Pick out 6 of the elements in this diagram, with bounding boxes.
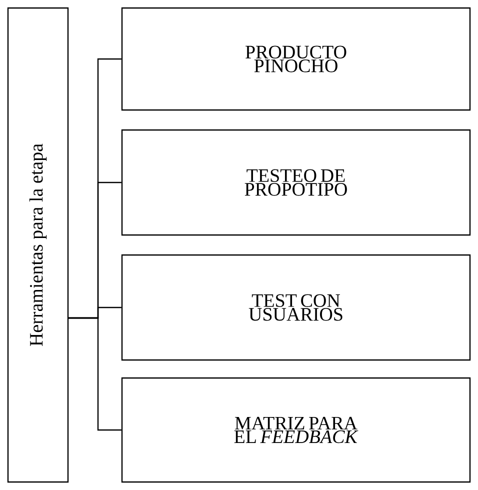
tool-box: PRODUCTO PINOCHO [121,7,471,111]
tool-box: MATRIZ PARA EL FEEDBACK [121,377,471,483]
category-box: Herramientas para la etapa [7,7,69,483]
tool-box: TESTEO DE PROPOTIPO [121,129,471,236]
connector-line [68,317,122,431]
tool-box: TEST CON USUARIOS [121,254,471,361]
